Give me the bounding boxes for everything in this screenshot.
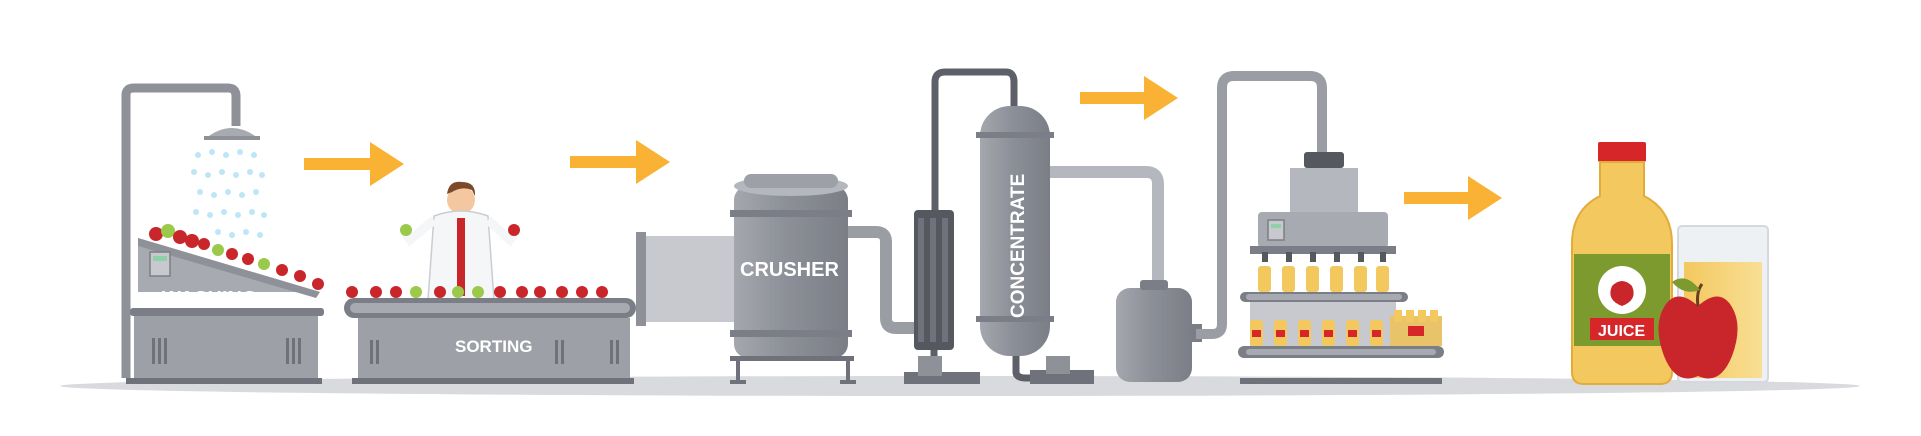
- packaged-bottles-box: [1390, 310, 1442, 346]
- filler-housing: [1258, 212, 1388, 248]
- tank-to-bottling-pipe: [1196, 71, 1327, 339]
- crusher-tank: [734, 186, 848, 358]
- juice-product: JUICE: [1571, 142, 1769, 385]
- washing-label: WASHING: [162, 288, 258, 310]
- crusher-stand: [730, 356, 856, 384]
- washer-control-panel: [149, 251, 171, 277]
- washing-station: WASHING: [121, 83, 324, 384]
- water-drops: [191, 149, 267, 238]
- shower-pipe: [121, 83, 241, 378]
- sorting-station: SORTING: [344, 181, 636, 384]
- crusher-inlet-chute: [636, 236, 736, 322]
- crusher-label: CRUSHER: [740, 259, 839, 281]
- filled-bottles: [1250, 320, 1383, 346]
- evaporator-tank: [1116, 288, 1192, 382]
- washer-base: [134, 312, 318, 380]
- crusher-outlet-pipe: [848, 226, 920, 334]
- concentrate-loop-pipe: [931, 68, 1018, 210]
- bottling-head: [1290, 168, 1358, 212]
- sorting-label: SORTING: [455, 337, 532, 356]
- concentrate-station: CONCENTRATE: [904, 68, 1327, 384]
- concentrate-label: CONCENTRATE: [1008, 174, 1029, 318]
- sorting-base: [358, 318, 630, 378]
- shower-head: [206, 128, 258, 138]
- arrow-right-icon: [1404, 176, 1502, 220]
- worker-figure: [400, 181, 520, 301]
- shower-head-rim: [204, 136, 260, 140]
- arrow-right-icon: [1080, 76, 1178, 120]
- bottles-being-filled: [1258, 266, 1389, 292]
- arrow-right-icon: [570, 140, 670, 184]
- column-to-tank-pipe: [1050, 166, 1164, 288]
- bottling-station: [1238, 152, 1444, 384]
- apple-icon: [1658, 278, 1738, 379]
- bottling-cap: [1304, 152, 1344, 168]
- arrow-right-icon: [304, 142, 404, 186]
- juice-label: JUICE: [1598, 323, 1645, 340]
- juice-bottle: JUICE: [1571, 142, 1673, 385]
- crusher-station: CRUSHER: [636, 174, 920, 384]
- apples-washing: [149, 224, 324, 290]
- concentrate-column: [980, 106, 1050, 356]
- apples-sorting: [346, 286, 608, 298]
